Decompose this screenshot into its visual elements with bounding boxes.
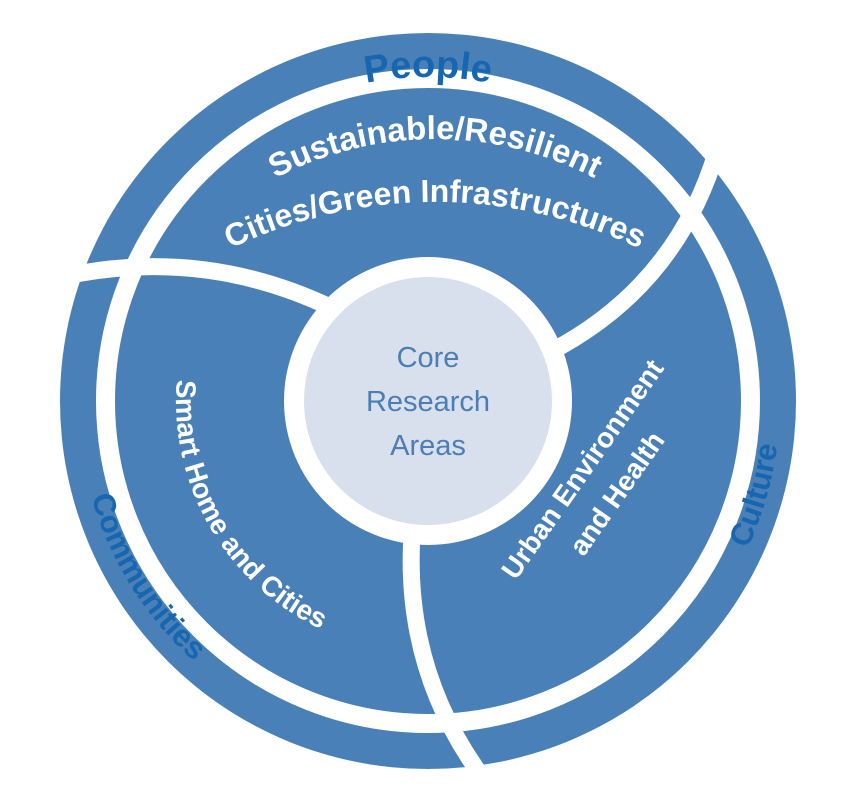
center-circle [304,277,552,525]
divider-upper-right [548,147,726,359]
divider-bottom [402,533,496,792]
center-label-line1: Core [397,342,460,374]
center-label: Core Research Areas [366,342,490,462]
center-label-line3: Areas [390,430,466,462]
divider-upper-left [64,258,336,316]
outer-label-people: People [361,44,495,92]
ring-gap [96,69,760,733]
center-label-line2: Research [366,386,490,418]
